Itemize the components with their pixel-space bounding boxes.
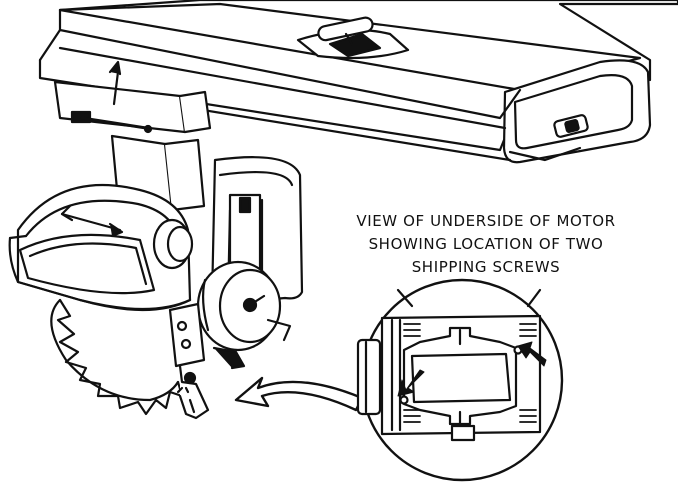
shipping-screw-arrow (517, 341, 547, 367)
motor-underside-detail (356, 278, 564, 482)
blade-guard (8, 183, 194, 416)
lower-guard-parts (168, 302, 246, 420)
yoke-assembly (53, 60, 212, 212)
caption-line-1: VIEW OF UNDERSIDE OF MOTOR (356, 212, 616, 230)
arbor-disc (196, 260, 292, 352)
radial-arm (38, 0, 678, 164)
caption-line-3: SHIPPING SCREWS (411, 258, 561, 276)
detail-caption: VIEW OF UNDERSIDE OF MOTOR SHOWING LOCAT… (296, 210, 676, 279)
caption-line-2: SHOWING LOCATION OF TWO (368, 235, 604, 253)
curved-pointer-arrow (234, 376, 364, 412)
saw-blade (56, 298, 184, 416)
shipping-screw-arrow (397, 369, 425, 397)
